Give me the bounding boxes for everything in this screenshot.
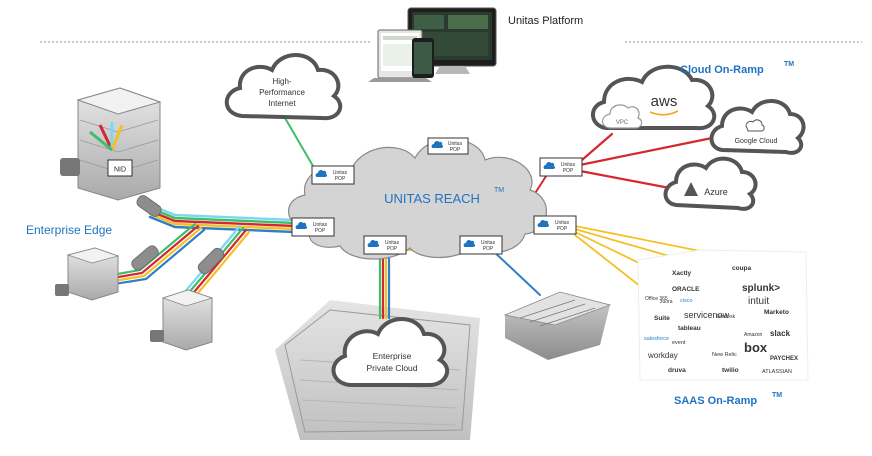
pop-cloud-icon bbox=[367, 239, 380, 247]
saas-logo-17: twilio bbox=[722, 367, 739, 374]
saas-logo-cluster: Xactly coupa ORACLE splunk> Office 365 c… bbox=[637, 249, 809, 381]
aws-smile-icon bbox=[649, 110, 679, 116]
enterprise-hq-building bbox=[60, 87, 162, 201]
pop-cloud-icon bbox=[537, 219, 550, 227]
pop-cloud-icon bbox=[463, 239, 476, 247]
azure-label: Azure bbox=[704, 187, 728, 197]
saas-onramp-tm: TM bbox=[772, 392, 782, 399]
cloud-onramp-label: Cloud On-Ramp bbox=[680, 64, 764, 76]
google-cloud-icon bbox=[745, 119, 765, 132]
saas-logo-9: Marketo bbox=[764, 309, 789, 316]
saas-logo-3: splunk> bbox=[742, 283, 780, 294]
internet-line2: Performance bbox=[259, 88, 305, 97]
saas-logo-6: intuit bbox=[748, 296, 769, 307]
pop-cloud-icon bbox=[315, 169, 328, 177]
internet-line3: Internet bbox=[268, 99, 296, 108]
pop-label-line1: Unitas bbox=[313, 222, 328, 228]
platform-devices-image bbox=[368, 7, 497, 82]
saas-logo-12: slack bbox=[770, 329, 791, 338]
unitas-reach-tm: TM bbox=[494, 187, 504, 194]
pop-label-line2: POP bbox=[335, 176, 346, 182]
pop-label-line2: POP bbox=[387, 246, 398, 252]
saas-logo-18: ATLASSIAN bbox=[762, 369, 792, 375]
unitas-pop-dc[interactable]: Unitas POP bbox=[459, 235, 503, 255]
saas-logo-21: Zendesk bbox=[716, 314, 736, 320]
saas-logo-14: box bbox=[744, 340, 768, 355]
pop-cloud-icon bbox=[543, 161, 556, 169]
pop-label-line2: POP bbox=[483, 246, 494, 252]
pop-cloud-icon bbox=[295, 221, 308, 229]
unitas-pop-internet[interactable]: Unitas POP bbox=[311, 165, 355, 185]
branch-building-left bbox=[55, 247, 120, 301]
unitas-pop-private[interactable]: Unitas POP bbox=[363, 235, 407, 255]
vpc-cloud-icon bbox=[601, 104, 643, 129]
saas-logo-23: Amazon bbox=[744, 332, 763, 338]
unitas-reach-cloud: UNITAS REACH TM bbox=[287, 138, 547, 260]
unitas-pop-edge[interactable]: Unitas POP bbox=[291, 217, 335, 237]
saas-logo-8: servicenow bbox=[684, 310, 730, 320]
saas-logo-15: PAYCHEX bbox=[770, 356, 798, 362]
cloud-onramp-tm: TM bbox=[784, 61, 794, 68]
pop-label-line1: Unitas bbox=[333, 170, 348, 176]
pop-label-line2: POP bbox=[450, 147, 461, 153]
saas-logo-1: coupa bbox=[732, 265, 752, 272]
saas-logo-19: New Relic bbox=[712, 352, 737, 358]
saas-onramp-label: SAAS On-Ramp bbox=[674, 395, 757, 407]
unitas-reach-label: UNITAS REACH bbox=[384, 191, 480, 206]
access-connectors bbox=[131, 195, 225, 275]
pop-label-line2: POP bbox=[315, 228, 326, 234]
saas-logo-5: cisco bbox=[680, 298, 693, 304]
saas-logo-22: event bbox=[672, 340, 686, 346]
pop-label-line1: Unitas bbox=[481, 240, 496, 246]
saas-logo-11: tableau bbox=[678, 325, 701, 332]
datacenter-right-image bbox=[503, 291, 612, 360]
saas-logo-13: workday bbox=[647, 351, 678, 360]
azure-cloud: Azure bbox=[663, 156, 758, 211]
google-cloud: Google Cloud bbox=[709, 99, 806, 155]
aws-label: aws bbox=[651, 93, 678, 110]
vpc-label: VPC bbox=[616, 120, 629, 126]
saas-logo-10: salesforce bbox=[644, 336, 669, 342]
private-cloud-line1: Enterprise bbox=[373, 351, 412, 361]
pop-label-line1: Unitas bbox=[555, 220, 570, 226]
unitas-platform-label: Unitas Platform bbox=[508, 15, 583, 27]
pop-label-line2: POP bbox=[563, 168, 574, 174]
saas-logo-4: Office 365 bbox=[645, 296, 668, 302]
nid-label: NID bbox=[114, 167, 126, 174]
private-cloud: Enterprise Private Cloud bbox=[331, 317, 450, 387]
internet-cloud: High- Performance Internet bbox=[224, 53, 343, 121]
pop-label-line1: Unitas bbox=[448, 141, 463, 147]
aws-cloud: aws VPC bbox=[591, 64, 717, 131]
nid-device[interactable]: NID bbox=[107, 159, 133, 177]
saas-logo-16: druva bbox=[668, 367, 686, 374]
unitas-pop-cloud-onramp[interactable]: Unitas POP bbox=[539, 157, 583, 177]
google-label: Google Cloud bbox=[735, 138, 778, 145]
internet-line1: High- bbox=[272, 77, 291, 86]
pop-label-line2: POP bbox=[557, 226, 568, 232]
saas-logo-7: Suite bbox=[654, 315, 670, 322]
unitas-pop-top[interactable]: Unitas POP bbox=[427, 137, 469, 155]
pop-cloud-icon bbox=[431, 140, 444, 148]
saas-logo-2: ORACLE bbox=[672, 286, 700, 293]
pop-label-line1: Unitas bbox=[561, 162, 576, 168]
unitas-pop-saas[interactable]: Unitas POP bbox=[533, 215, 577, 235]
saas-logo-0: Xactly bbox=[672, 270, 692, 277]
pop-label-line1: Unitas bbox=[385, 240, 400, 246]
branch-building-bottom bbox=[150, 289, 214, 351]
azure-icon bbox=[684, 182, 698, 196]
private-cloud-line2: Private Cloud bbox=[366, 363, 417, 373]
enterprise-edge-label: Enterprise Edge bbox=[26, 223, 112, 237]
saas-logo-20: zuora bbox=[660, 299, 673, 305]
